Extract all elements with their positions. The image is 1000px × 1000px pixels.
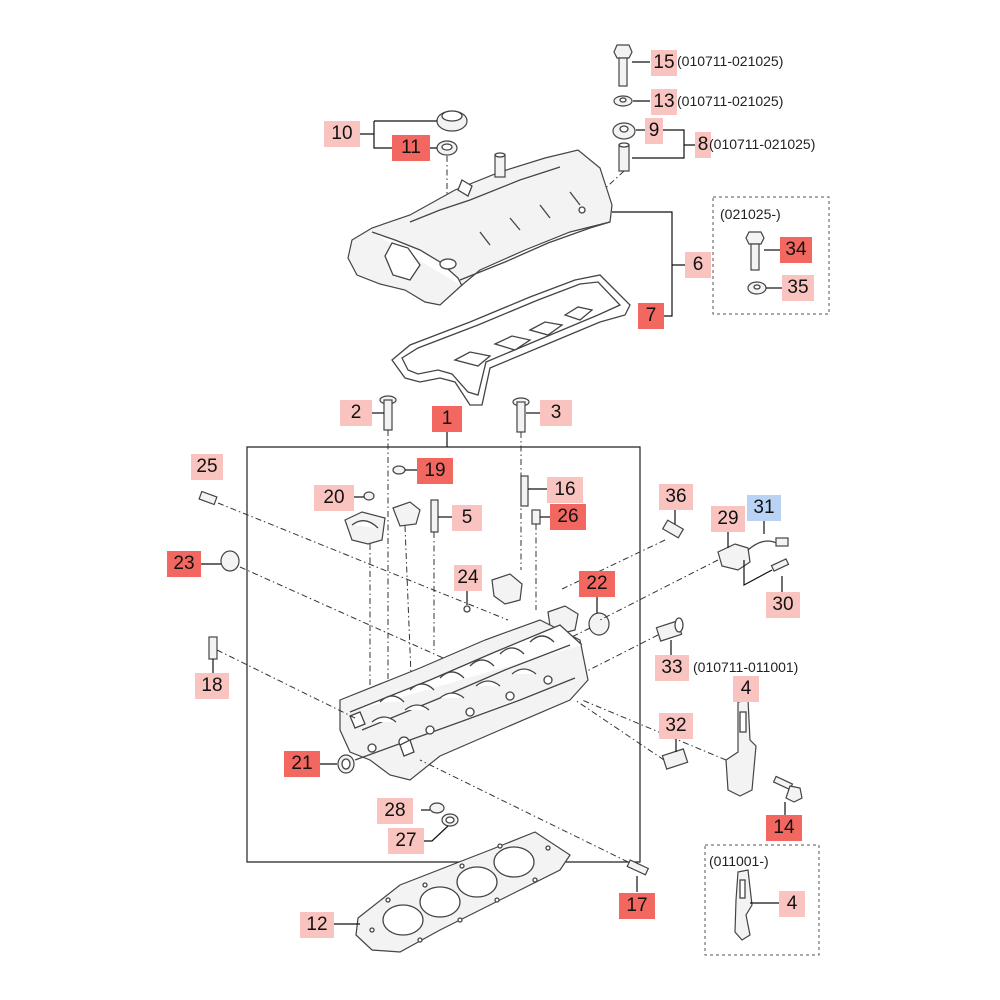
- callout-13[interactable]: 13: [651, 89, 677, 115]
- callout-16[interactable]: 16: [547, 477, 583, 503]
- note-13: (010711-021025): [677, 93, 784, 109]
- callout-24[interactable]: 24: [454, 565, 482, 591]
- head-bolt-3-icon: [512, 397, 530, 433]
- axis-17: [419, 759, 629, 863]
- callout-32[interactable]: 32: [659, 713, 693, 739]
- bracket-4-icon: [725, 699, 757, 797]
- callout-3[interactable]: 3: [540, 400, 572, 426]
- callout-18[interactable]: 18: [195, 673, 229, 699]
- callout-35[interactable]: 35: [782, 275, 814, 301]
- oil-filler-cap-icon: [436, 110, 468, 132]
- stud-17-icon: [626, 859, 650, 876]
- callout-4-upper[interactable]: 4: [733, 676, 759, 702]
- axis-cap-right: [404, 525, 413, 701]
- callout-36[interactable]: 36: [659, 484, 693, 510]
- callout-12[interactable]: 12: [300, 912, 334, 938]
- callout-9[interactable]: 9: [645, 118, 663, 144]
- callout-23[interactable]: 23: [167, 551, 201, 577]
- axis-23: [239, 566, 471, 671]
- leader-27: [424, 825, 449, 842]
- bearing-cap-right-icon: [392, 501, 421, 527]
- bolt-14-icon: [772, 775, 803, 803]
- pin-26-icon: [531, 509, 541, 525]
- bolt-15-icon: [613, 44, 633, 87]
- sensor-29-icon: [717, 537, 789, 571]
- callout-11[interactable]: 11: [392, 135, 430, 161]
- bolt-30-icon: [770, 558, 790, 572]
- callout-6[interactable]: 6: [685, 252, 711, 278]
- bolt-34-icon: [745, 231, 765, 271]
- dashed-box-021025: [712, 196, 830, 315]
- stud-5-icon: [430, 499, 439, 533]
- callout-20[interactable]: 20: [314, 485, 354, 511]
- note-box-upper: (021025-): [720, 206, 781, 222]
- callout-8[interactable]: 8: [695, 132, 711, 158]
- bearing-cap-left-icon: [344, 511, 386, 545]
- sleeve-33-icon: [655, 617, 684, 642]
- stud-25-icon: [198, 490, 218, 506]
- axis-36: [559, 539, 666, 591]
- gasket-27-icon: [441, 813, 459, 827]
- axis-25: [217, 502, 509, 621]
- bracket-4-alt-icon: [734, 869, 753, 941]
- callout-1[interactable]: 1: [432, 406, 462, 432]
- cap-seal-icon: [436, 140, 458, 156]
- clip-19-icon: [392, 465, 406, 475]
- axis-33: [584, 634, 659, 673]
- note-15: (010711-021025): [677, 53, 784, 69]
- axis-18: [216, 649, 356, 719]
- cover-gasket-icon: [391, 274, 631, 406]
- note-8: (010711-021025): [709, 136, 816, 152]
- callout-5[interactable]: 5: [452, 505, 482, 531]
- callout-14[interactable]: 14: [766, 815, 802, 841]
- dashed-box-011001: [704, 844, 820, 956]
- callout-19[interactable]: 19: [417, 458, 453, 484]
- axis-29: [599, 559, 719, 621]
- plug-23-icon: [220, 550, 240, 572]
- plug-22-icon: [588, 612, 610, 636]
- washer-13-icon: [613, 95, 633, 107]
- cylinder-head-cover-icon: [347, 149, 613, 306]
- note-box-lower: (011001-): [709, 853, 769, 869]
- callout-21[interactable]: 21: [284, 751, 320, 777]
- bolt-36-icon: [661, 519, 685, 539]
- leader-8: [632, 129, 695, 159]
- nut-35-icon: [747, 281, 767, 295]
- callout-33[interactable]: 33: [655, 655, 689, 681]
- note-33: (010711-011001): [693, 659, 799, 675]
- cylinder-head-icon: [339, 619, 589, 781]
- sleeve-32-icon: [661, 748, 689, 770]
- callout-2[interactable]: 2: [340, 400, 372, 426]
- callout-22[interactable]: 22: [579, 571, 615, 597]
- callout-27[interactable]: 27: [388, 828, 424, 854]
- callout-17[interactable]: 17: [619, 893, 655, 919]
- grommet-9-icon: [612, 122, 636, 140]
- callout-25[interactable]: 25: [191, 454, 223, 480]
- callout-28[interactable]: 28: [377, 798, 413, 824]
- axis-4a: [581, 699, 727, 761]
- leader-30: [743, 560, 773, 587]
- seal-21-icon: [337, 754, 355, 774]
- plug-20-icon: [363, 491, 375, 501]
- callout-15[interactable]: 15: [651, 50, 677, 76]
- dowel-24-icon: [463, 605, 471, 613]
- gasket-28-icon: [429, 802, 445, 814]
- sleeve-8-icon: [618, 142, 630, 172]
- axis-32: [574, 699, 665, 761]
- callout-30[interactable]: 30: [766, 592, 800, 618]
- callout-26[interactable]: 26: [550, 504, 586, 530]
- assembly-bracket-1: [246, 446, 641, 863]
- callout-31[interactable]: 31: [747, 495, 781, 521]
- callout-7[interactable]: 7: [638, 303, 664, 329]
- stud-16-icon: [520, 475, 529, 507]
- rocker-arm-icon: [491, 573, 523, 605]
- callout-34[interactable]: 34: [780, 237, 812, 263]
- stud-18-icon: [208, 636, 218, 660]
- callout-29[interactable]: 29: [711, 506, 745, 532]
- callout-10[interactable]: 10: [324, 121, 360, 147]
- callout-4-lower[interactable]: 4: [779, 891, 805, 917]
- head-gasket-icon: [355, 831, 571, 953]
